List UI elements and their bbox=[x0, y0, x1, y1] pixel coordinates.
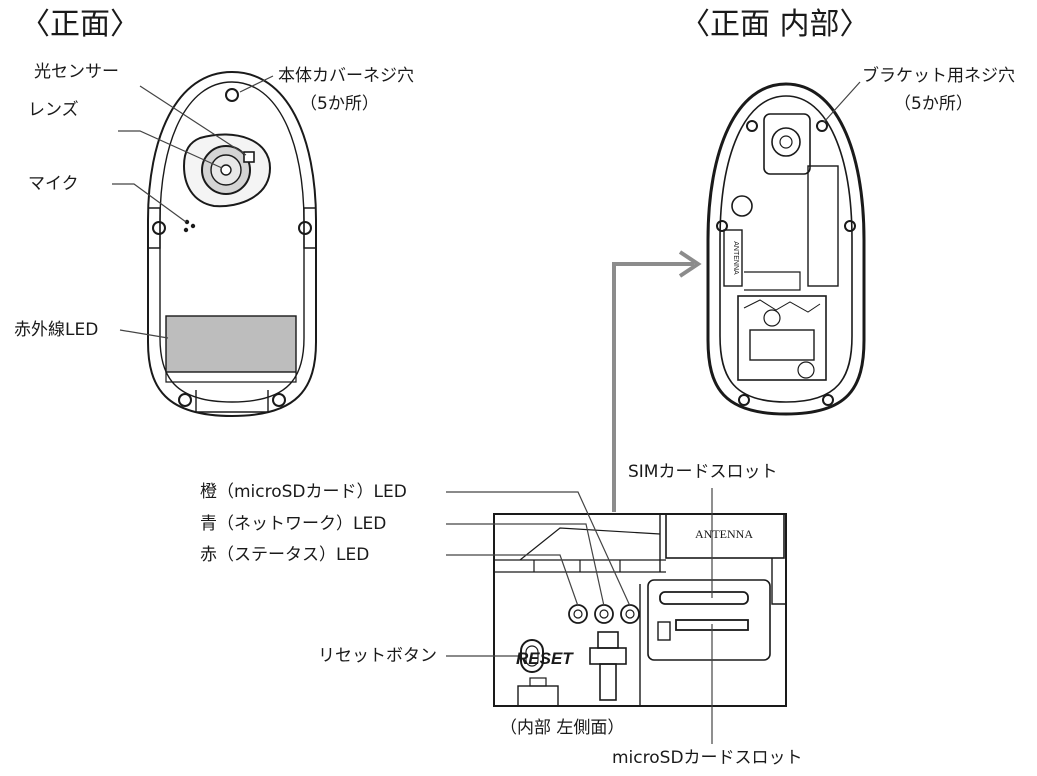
front-shell-inner bbox=[159, 81, 305, 403]
front-device bbox=[147, 70, 317, 418]
switch-post bbox=[599, 663, 617, 701]
switch-body bbox=[589, 647, 627, 665]
ribbon-cable bbox=[744, 271, 801, 291]
microsd-card-icon bbox=[657, 621, 671, 641]
blue-led-inner bbox=[599, 609, 609, 619]
bottom-part bbox=[517, 685, 559, 707]
cover-screw-hole-right bbox=[298, 221, 312, 235]
mic-hole bbox=[190, 223, 196, 229]
slot-frame bbox=[647, 579, 771, 661]
bottom-part-cap bbox=[529, 677, 547, 687]
label-mic: マイク bbox=[28, 174, 79, 194]
red-led bbox=[568, 604, 588, 624]
wires bbox=[743, 299, 821, 313]
label-cover-screw: 本体カバーネジ穴 bbox=[278, 66, 414, 86]
cover-screw-hole-bottom-right bbox=[272, 393, 286, 407]
bracket-screw-hole bbox=[746, 120, 758, 132]
shelf-ticks bbox=[533, 560, 621, 572]
front-right-ear bbox=[303, 207, 316, 249]
bracket-screw-hole bbox=[844, 220, 856, 232]
bracket-screw-hole bbox=[716, 220, 728, 232]
mic-hole bbox=[183, 227, 189, 233]
arrow-shaft bbox=[612, 262, 694, 512]
connector bbox=[763, 309, 781, 327]
ir-led-window bbox=[165, 315, 297, 373]
label-red-led: 赤（ステータス）LED bbox=[200, 545, 370, 565]
leader-bracket-screw bbox=[823, 81, 861, 123]
cover-screw-hole-top bbox=[225, 88, 239, 102]
front-left-ear bbox=[148, 207, 161, 249]
leader-blue-led bbox=[446, 523, 605, 607]
orange-led-inner bbox=[625, 609, 635, 619]
label-orange-led: 橙（microSDカード）LED bbox=[200, 482, 407, 502]
camera-module bbox=[763, 113, 811, 175]
front-bottom-tab bbox=[195, 390, 269, 413]
leader-cover-screw bbox=[239, 75, 274, 93]
mic-hole bbox=[184, 219, 190, 225]
leader-ir-led bbox=[119, 329, 169, 339]
antenna-board-print: ANTENNA bbox=[732, 241, 739, 275]
label-side-caption: （内部 左側面） bbox=[500, 718, 625, 738]
light-sensor bbox=[243, 151, 255, 163]
bracket-screw-hole bbox=[738, 394, 750, 406]
inside-shell-inner bbox=[719, 95, 853, 403]
inside-mic-boss bbox=[731, 195, 753, 217]
arrow-head bbox=[678, 250, 702, 278]
leader-lens bbox=[118, 130, 223, 169]
front-leaders bbox=[112, 75, 274, 339]
slant-line bbox=[519, 527, 661, 561]
bracket-screw-hole bbox=[822, 394, 834, 406]
battery-holder bbox=[749, 329, 815, 361]
red-led-inner bbox=[573, 609, 583, 619]
antenna-print: ANTENNA bbox=[695, 527, 753, 541]
reset-button bbox=[520, 639, 544, 673]
inside-device bbox=[706, 82, 866, 416]
battery-compartment bbox=[737, 295, 827, 381]
cover-screw-hole-left bbox=[152, 221, 166, 235]
sim-slot-opening bbox=[659, 591, 749, 605]
leader-light-sensor bbox=[139, 85, 247, 156]
label-reset-button: リセットボタン bbox=[318, 646, 437, 666]
antenna-board bbox=[723, 229, 743, 287]
connector-arrow bbox=[612, 250, 702, 512]
leader-mic bbox=[112, 183, 187, 223]
front-lower-rim bbox=[165, 372, 297, 383]
title-front-inside: 〈正面 内部〉 bbox=[680, 7, 870, 42]
label-lens: レンズ bbox=[28, 100, 79, 120]
side-detail bbox=[493, 513, 787, 707]
reset-button-inner bbox=[525, 645, 539, 667]
main-board-strip bbox=[807, 165, 839, 287]
switch-cap bbox=[597, 631, 619, 649]
connector bbox=[797, 361, 815, 379]
leader-red-led bbox=[446, 554, 579, 607]
inside-leaders bbox=[823, 81, 861, 123]
camera-lens bbox=[771, 127, 801, 157]
antenna-tag bbox=[665, 513, 785, 559]
leader-orange-led bbox=[446, 491, 631, 607]
blue-led bbox=[594, 604, 614, 624]
front-shell-outer bbox=[147, 70, 317, 418]
detail-leaders bbox=[446, 488, 713, 744]
label-blue-led: 青（ネットワーク）LED bbox=[200, 514, 387, 534]
camera-lens-center bbox=[779, 135, 793, 149]
side-step bbox=[771, 558, 786, 605]
reset-print: RESET bbox=[516, 649, 574, 668]
label-ir-led: 赤外線LED bbox=[14, 320, 99, 340]
lens-center bbox=[220, 164, 232, 176]
bracket-screw-hole bbox=[816, 120, 828, 132]
label-light-sensor: 光センサー bbox=[34, 62, 119, 82]
inside-shell-outer bbox=[706, 82, 866, 416]
label-bracket-screw-count: （5か所） bbox=[894, 94, 973, 114]
orange-led bbox=[620, 604, 640, 624]
label-sim-slot: SIMカードスロット bbox=[628, 462, 778, 482]
title-front: 〈正面〉 bbox=[20, 7, 140, 42]
cover-screw-hole-bottom-left bbox=[178, 393, 192, 407]
label-bracket-screw: ブラケット用ネジ穴 bbox=[862, 66, 1015, 86]
label-cover-screw-count: （5か所） bbox=[300, 94, 379, 114]
label-microsd-slot: microSDカードスロット bbox=[612, 748, 803, 768]
